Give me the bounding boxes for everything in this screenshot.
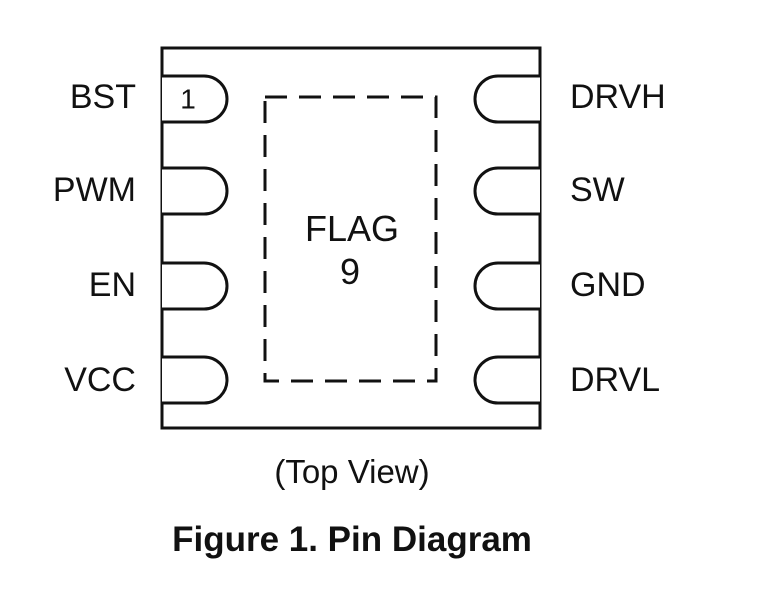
pin-label-gnd: GND: [570, 266, 646, 304]
left-pad-1: [162, 74, 229, 124]
view-label: (Top View): [274, 453, 429, 490]
left-pad-3: [162, 261, 229, 311]
right-pin-pads: [473, 74, 540, 405]
left-pad-4: [162, 355, 229, 405]
pin-label-pwm: PWM: [53, 171, 136, 209]
left-pin-pads: [162, 74, 229, 405]
pin-1-number: 1: [180, 83, 196, 114]
pin-label-sw: SW: [570, 171, 625, 209]
right-pad-3: [473, 261, 540, 311]
pin-label-drvl: DRVL: [570, 361, 660, 399]
pin-label-vcc: VCC: [64, 361, 136, 399]
thermal-pad-name: FLAG: [305, 208, 399, 249]
right-pad-1: [473, 74, 540, 124]
pin-label-en: EN: [89, 266, 136, 304]
right-pad-4: [473, 355, 540, 405]
thermal-pad-number: 9: [340, 251, 360, 292]
thermal-pad-outline: [263, 95, 438, 383]
left-pad-2: [162, 166, 229, 216]
figure-caption: Figure 1. Pin Diagram: [172, 520, 532, 559]
right-pad-2: [473, 166, 540, 216]
pin-label-bst: BST: [70, 78, 136, 116]
pin-label-drvh: DRVH: [570, 78, 666, 116]
